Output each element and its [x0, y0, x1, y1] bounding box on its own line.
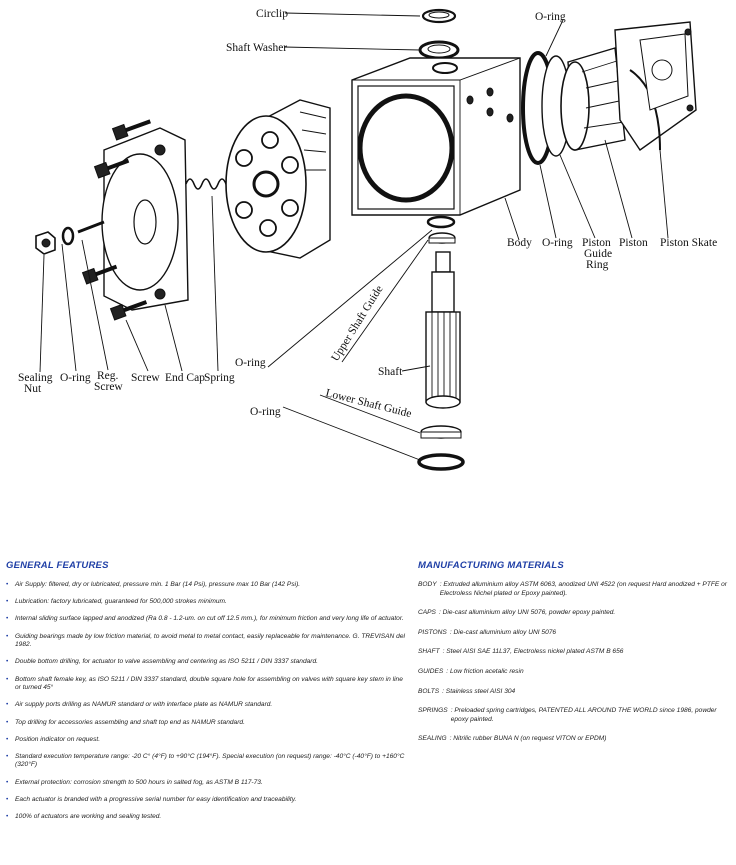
general-features-section: GENERAL FEATURES Air Supply: filtered, d… [6, 560, 406, 830]
label-piston-skate: Piston Skate [660, 237, 717, 249]
feature-item: 100% of actuators are working and sealin… [6, 813, 406, 822]
feature-item: Air supply ports drilling as NAMUR stand… [6, 701, 406, 710]
label-reg-screw-2: Screw [94, 381, 123, 393]
feature-item: Bottom shaft female key, as ISO 5211 / D… [6, 676, 406, 693]
material-key: CAPS [418, 609, 436, 617]
material-value: : Preloaded spring cartridges, PATENTED … [450, 707, 717, 723]
label-lower-shaft-guide: Lower Shaft Guide [324, 387, 412, 420]
label-shaft: Shaft [378, 366, 403, 378]
label-o-ring-left: O-ring [60, 372, 91, 384]
general-features-title: GENERAL FEATURES [6, 560, 109, 571]
material-key: BOLTS [418, 687, 440, 695]
label-upper-shaft-guide: Upper Shaft Guide [329, 284, 385, 364]
material-key: PISTONS [418, 628, 447, 636]
manufacturing-materials-section: MANUFACTURING MATERIALS BODY : Extruded … [418, 560, 734, 755]
label-o-ring-bottom: O-ring [250, 406, 281, 418]
screws-part [81, 119, 151, 321]
general-features-list: Air Supply: filtered, dry or lubricated,… [6, 581, 406, 822]
piston-part [560, 47, 626, 151]
label-sealing-nut-2: Nut [24, 383, 42, 395]
label-o-ring-right: O-ring [542, 237, 573, 249]
feature-item: Each actuator is branded with a progress… [6, 796, 406, 805]
leader-lines [39, 12, 669, 461]
material-key: SHAFT [418, 648, 440, 656]
material-key: BODY [418, 581, 437, 588]
material-row: CAPS : Die-cast alluminium alloy UNI 507… [418, 609, 734, 618]
material-value: : Stainless steel AISI 304 [442, 687, 516, 695]
material-row: SPRINGS : Preloaded spring cartridges, P… [418, 707, 734, 724]
label-end-cap: End Cap [165, 372, 205, 384]
label-sealing-nut-1: Sealing [18, 372, 53, 384]
label-shaft-washer: Shaft Washer [226, 42, 287, 54]
bottom-o-ring-part [417, 453, 465, 471]
material-key: GUIDES [418, 667, 444, 675]
reg-screw-part [77, 220, 105, 234]
material-value: : Steel AISI SAE 11L37, Electroless nick… [442, 648, 624, 656]
material-value: : Die-cast alluminium alloy UNI 5076, po… [438, 609, 616, 617]
label-piston: Piston [619, 237, 648, 249]
material-key: SPRINGS [418, 707, 448, 715]
upper-shaft-guide-part [428, 232, 456, 244]
feature-item: Standard execution temperature range: -2… [6, 753, 406, 770]
label-body: Body [507, 237, 532, 249]
material-row: PISTONS : Die-cast alluminium alloy UNI … [418, 629, 734, 638]
material-value: : Die-cast alluminium alloy UNI 5076 [449, 628, 557, 636]
label-spring: Spring [204, 372, 235, 384]
feature-item: Internal sliding surface lapped and anod… [6, 615, 406, 624]
material-row: BOLTS : Stainless steel AISI 304 [418, 688, 734, 697]
feature-item: Guiding bearings made by low friction ma… [6, 633, 406, 650]
feature-item: Position indicator on request. [6, 736, 406, 745]
label-reg-screw-1: Reg. [97, 370, 119, 382]
label-piston-guide-ring-2: Guide [584, 248, 612, 260]
mid-o-ring-part [426, 215, 456, 229]
material-row: GUIDES : Low friction acetalic resin [418, 668, 734, 677]
feature-item: Double bottom drilling, for actuator to … [6, 658, 406, 667]
material-value: : Nitrilic rubber BUNA N (on request VIT… [449, 735, 607, 743]
circlip-part [421, 8, 457, 24]
material-row: SHAFT : Steel AISI SAE 11L37, Electroles… [418, 648, 734, 657]
exploded-actuator-diagram: Circlip Shaft Washer O-ring Body O-ring … [18, 8, 717, 471]
label-piston-guide-ring-1: Piston [582, 237, 611, 249]
manufacturing-materials-title: MANUFACTURING MATERIALS [418, 560, 564, 571]
label-o-ring-mid: O-ring [235, 357, 266, 369]
material-key: SEALING [418, 735, 447, 743]
label-circlip: Circlip [256, 8, 288, 20]
material-value: : Extruded alluminium alloy ASTM 6063, a… [439, 581, 727, 597]
piston-skate-part [614, 21, 697, 151]
label-screw: Screw [131, 372, 160, 384]
feature-item: Air Supply: filtered, dry or lubricated,… [6, 581, 406, 590]
left-piston-part [225, 99, 331, 259]
shaft-washer-part [418, 40, 460, 60]
end-cap-part [101, 127, 189, 311]
feature-item: Lubrication: factory lubricated, guarant… [6, 598, 406, 607]
label-o-ring-top: O-ring [535, 11, 566, 23]
feature-item: External protection: corrosion strength … [6, 779, 406, 788]
material-row: BODY : Extruded alluminium alloy ASTM 60… [418, 581, 734, 598]
material-value: : Low friction acetalic resin [446, 667, 524, 675]
left-o-ring-part [61, 226, 75, 246]
label-piston-guide-ring-3: Ring [586, 259, 609, 271]
feature-item: Top drilling for accessories assembling … [6, 719, 406, 728]
material-row: SEALING : Nitrilic rubber BUNA N (on req… [418, 735, 734, 744]
body-part [351, 57, 521, 216]
sealing-nut-part [35, 231, 56, 255]
lower-shaft-guide-part [420, 425, 462, 439]
shaft-part [425, 251, 461, 409]
